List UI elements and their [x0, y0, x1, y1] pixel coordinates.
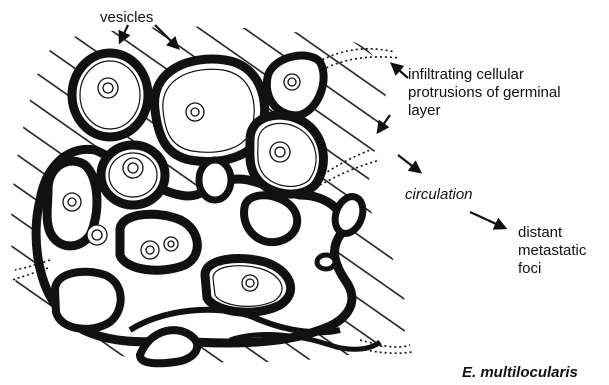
- label-infiltrating-line-1: infiltrating cellular: [408, 66, 561, 84]
- label-circulation: circulation: [405, 186, 473, 204]
- label-distant-line-3: foci: [518, 260, 586, 278]
- label-infiltrating-line-2: protrusions of germinal: [408, 84, 561, 102]
- arrow-icon: [470, 212, 505, 228]
- label-infiltrating: infiltrating cellular protrusions of ger…: [408, 66, 561, 120]
- label-vesicles: vesicles: [100, 9, 153, 27]
- arrow-icon: [398, 155, 420, 172]
- arrow-icon: [392, 64, 408, 78]
- label-distant: distant metastatic foci: [518, 224, 586, 278]
- label-distant-line-2: metastatic: [518, 242, 586, 260]
- label-species: E. multilocularis: [462, 364, 578, 382]
- label-infiltrating-line-3: layer: [408, 102, 561, 120]
- label-distant-line-1: distant: [518, 224, 586, 242]
